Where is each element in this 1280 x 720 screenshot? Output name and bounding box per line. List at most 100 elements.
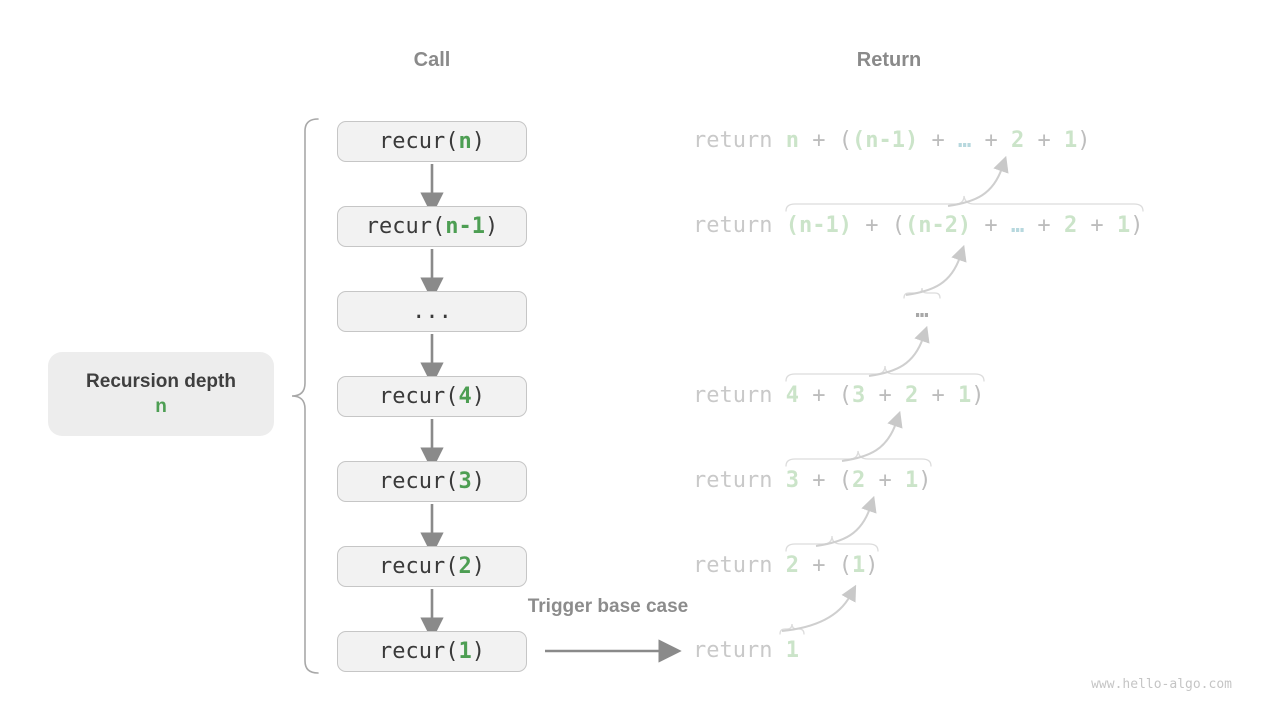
- call-stack-box: recur(2): [337, 546, 527, 587]
- code-token: …: [1010, 213, 1025, 238]
- call-stack-box: recur(n-1): [337, 206, 527, 247]
- code-token: ): [1130, 213, 1144, 238]
- code-token: +: [971, 213, 1011, 238]
- code-token: ): [471, 469, 485, 494]
- return-expression-row: return 2 + (1): [693, 546, 878, 586]
- code-token: return: [693, 128, 786, 153]
- recursion-depth-text: Recursion depth: [86, 370, 236, 392]
- return-hop-arrow: [868, 325, 930, 377]
- code-token: …: [957, 128, 972, 153]
- expression-brace: [785, 365, 985, 382]
- expression-brace: [903, 287, 941, 299]
- call-stack-box: recur(3): [337, 461, 527, 502]
- code-token: n: [785, 128, 799, 153]
- code-token: +: [1077, 213, 1117, 238]
- return-hop-arrow: [841, 410, 903, 462]
- code-token: ): [471, 554, 485, 579]
- code-token: n: [458, 129, 472, 154]
- return-expression-row: return 4 + (3 + 2 + 1): [693, 376, 984, 416]
- return-hop-arrow: [947, 155, 1009, 207]
- call-stack-box: recur(4): [337, 376, 527, 417]
- return-hop-arrows: [781, 155, 1009, 632]
- code-token: return: [693, 553, 786, 578]
- return-hop-arrow: [781, 584, 857, 632]
- code-token: (: [838, 128, 852, 153]
- code-token: ): [471, 384, 485, 409]
- code-token: 2: [1010, 128, 1025, 153]
- code-token: 1: [1063, 128, 1078, 153]
- expression-brace: [785, 195, 1144, 212]
- code-token: +: [798, 553, 839, 578]
- code-token: ): [1077, 128, 1091, 153]
- code-token: 1: [957, 383, 972, 408]
- code-token: (: [838, 383, 852, 408]
- code-token: recur(: [379, 129, 459, 154]
- code-token: 1: [1116, 213, 1131, 238]
- code-token: return: [693, 383, 786, 408]
- code-token: 2: [785, 553, 799, 578]
- return-expression-row: return 3 + (2 + 1): [693, 461, 931, 501]
- code-token: n-1: [445, 214, 485, 239]
- code-token: 1: [904, 468, 919, 493]
- code-token: 3: [785, 468, 799, 493]
- recursion-depth-label: Recursion depth n: [48, 352, 274, 436]
- return-expression-braces: [779, 195, 1144, 635]
- code-token: 4: [785, 383, 799, 408]
- watermark: www.hello-algo.com: [1091, 677, 1232, 692]
- code-token: 2: [1063, 213, 1078, 238]
- return-expression-row: return (n-1) + ((n-2) + … + 2 + 1): [693, 206, 1143, 246]
- code-token: return: [693, 468, 786, 493]
- code-token: ...: [412, 299, 452, 324]
- code-token: 4: [458, 384, 472, 409]
- code-token: ): [471, 129, 485, 154]
- code-token: +: [851, 213, 892, 238]
- code-token: 2: [904, 383, 919, 408]
- code-token: 3: [851, 383, 866, 408]
- return-column-header: Return: [856, 49, 922, 71]
- code-token: +: [798, 128, 839, 153]
- call-stack-box: ...: [337, 291, 527, 332]
- code-token: ): [865, 553, 879, 578]
- code-token: +: [865, 468, 905, 493]
- code-token: +: [865, 383, 905, 408]
- code-token: (: [891, 213, 905, 238]
- code-token: +: [918, 128, 958, 153]
- code-token: 1: [785, 638, 799, 663]
- code-token: recur(: [365, 214, 446, 239]
- return-hop-arrow: [905, 244, 967, 296]
- code-token: (n-1): [785, 213, 852, 238]
- return-expression-row: return n + ((n-1) + … + 2 + 1): [693, 121, 1090, 161]
- code-token: 3: [458, 469, 472, 494]
- recursion-depth-value: n: [155, 395, 167, 417]
- code-token: …: [915, 298, 929, 323]
- code-token: ): [918, 468, 932, 493]
- code-token: +: [1024, 213, 1064, 238]
- code-token: +: [918, 383, 958, 408]
- code-token: ): [971, 383, 985, 408]
- code-token: return: [693, 213, 786, 238]
- code-token: 2: [851, 468, 866, 493]
- code-token: ): [471, 639, 485, 664]
- code-token: (: [838, 468, 852, 493]
- expression-brace: [779, 623, 805, 635]
- code-token: +: [1024, 128, 1064, 153]
- trigger-base-case-label: Trigger base case: [527, 596, 689, 617]
- code-token: ): [484, 214, 499, 239]
- code-token: (n-1): [851, 128, 919, 153]
- code-token: recur(: [379, 384, 459, 409]
- code-token: 1: [851, 553, 866, 578]
- code-token: (n-2): [904, 213, 972, 238]
- code-token: recur(: [379, 639, 459, 664]
- call-stack-box: recur(1): [337, 631, 527, 672]
- code-token: 1: [458, 639, 472, 664]
- code-token: (: [838, 553, 852, 578]
- return-hop-arrow: [815, 495, 877, 547]
- expression-brace: [785, 535, 879, 552]
- code-token: return: [693, 638, 786, 663]
- expression-brace: [785, 450, 932, 467]
- code-token: recur(: [379, 554, 459, 579]
- call-stack-box: recur(n): [337, 121, 527, 162]
- code-token: +: [798, 383, 839, 408]
